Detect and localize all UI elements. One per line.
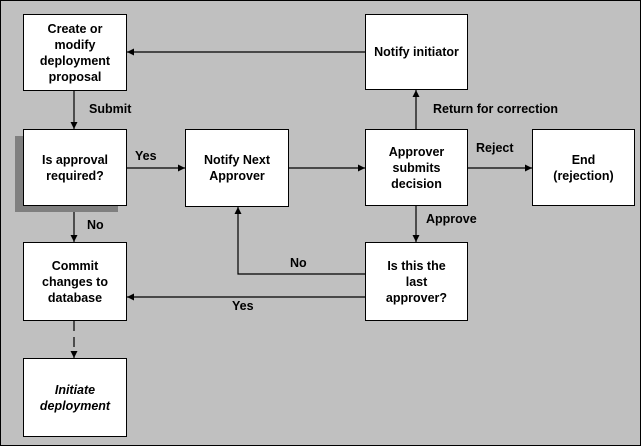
node-notify-initiator: Notify initiator	[365, 14, 468, 90]
node-last-approver: Is this the last approver?	[365, 242, 468, 321]
node-line: proposal	[48, 69, 102, 84]
node-line: Approver	[209, 169, 265, 183]
node-line: Approver	[388, 144, 445, 159]
node-line: approver?	[385, 290, 448, 305]
node-line: deployment	[39, 398, 111, 413]
node-line: modify	[54, 37, 96, 52]
edge-no-last	[234, 207, 365, 275]
node-line: Commit	[51, 258, 99, 273]
label-no-last: No	[290, 256, 307, 270]
node-approver-submits: Approver submits decision	[365, 129, 468, 206]
label-yes-required: Yes	[135, 149, 157, 163]
node-line: Is approval	[42, 152, 108, 167]
node-line: database	[47, 290, 103, 305]
label-return-for-correction: Return for correction	[433, 102, 559, 116]
node-line: Initiate	[54, 382, 96, 397]
node-approval-required: Is approval required?	[23, 129, 127, 206]
label-yes-last: Yes	[232, 299, 254, 313]
node-line: End	[571, 152, 596, 167]
node-commit-changes: Commit changes to database	[23, 242, 127, 321]
node-create-proposal: Create or modify deployment proposal	[23, 14, 127, 91]
node-line: Notify initiator	[374, 45, 459, 59]
label-reject: Reject	[476, 141, 514, 155]
node-line: Create or	[47, 21, 103, 36]
node-line: deployment	[39, 53, 111, 68]
node-line: Is this the	[387, 258, 446, 273]
node-line: last	[405, 274, 428, 289]
label-no-required: No	[87, 218, 104, 232]
node-initiate-deployment: Initiate deployment	[23, 358, 127, 437]
node-line: required?	[46, 168, 104, 183]
node-line: changes to	[42, 274, 108, 289]
node-notify-next-approver: Notify Next Approver	[185, 129, 289, 207]
label-approve: Approve	[426, 212, 477, 226]
node-line: decision	[391, 176, 442, 191]
label-submit: Submit	[89, 102, 132, 116]
node-line: Notify Next	[204, 153, 270, 167]
node-line: submits	[392, 160, 441, 175]
node-end-rejection: End (rejection)	[532, 129, 635, 206]
node-line: (rejection)	[553, 168, 614, 183]
